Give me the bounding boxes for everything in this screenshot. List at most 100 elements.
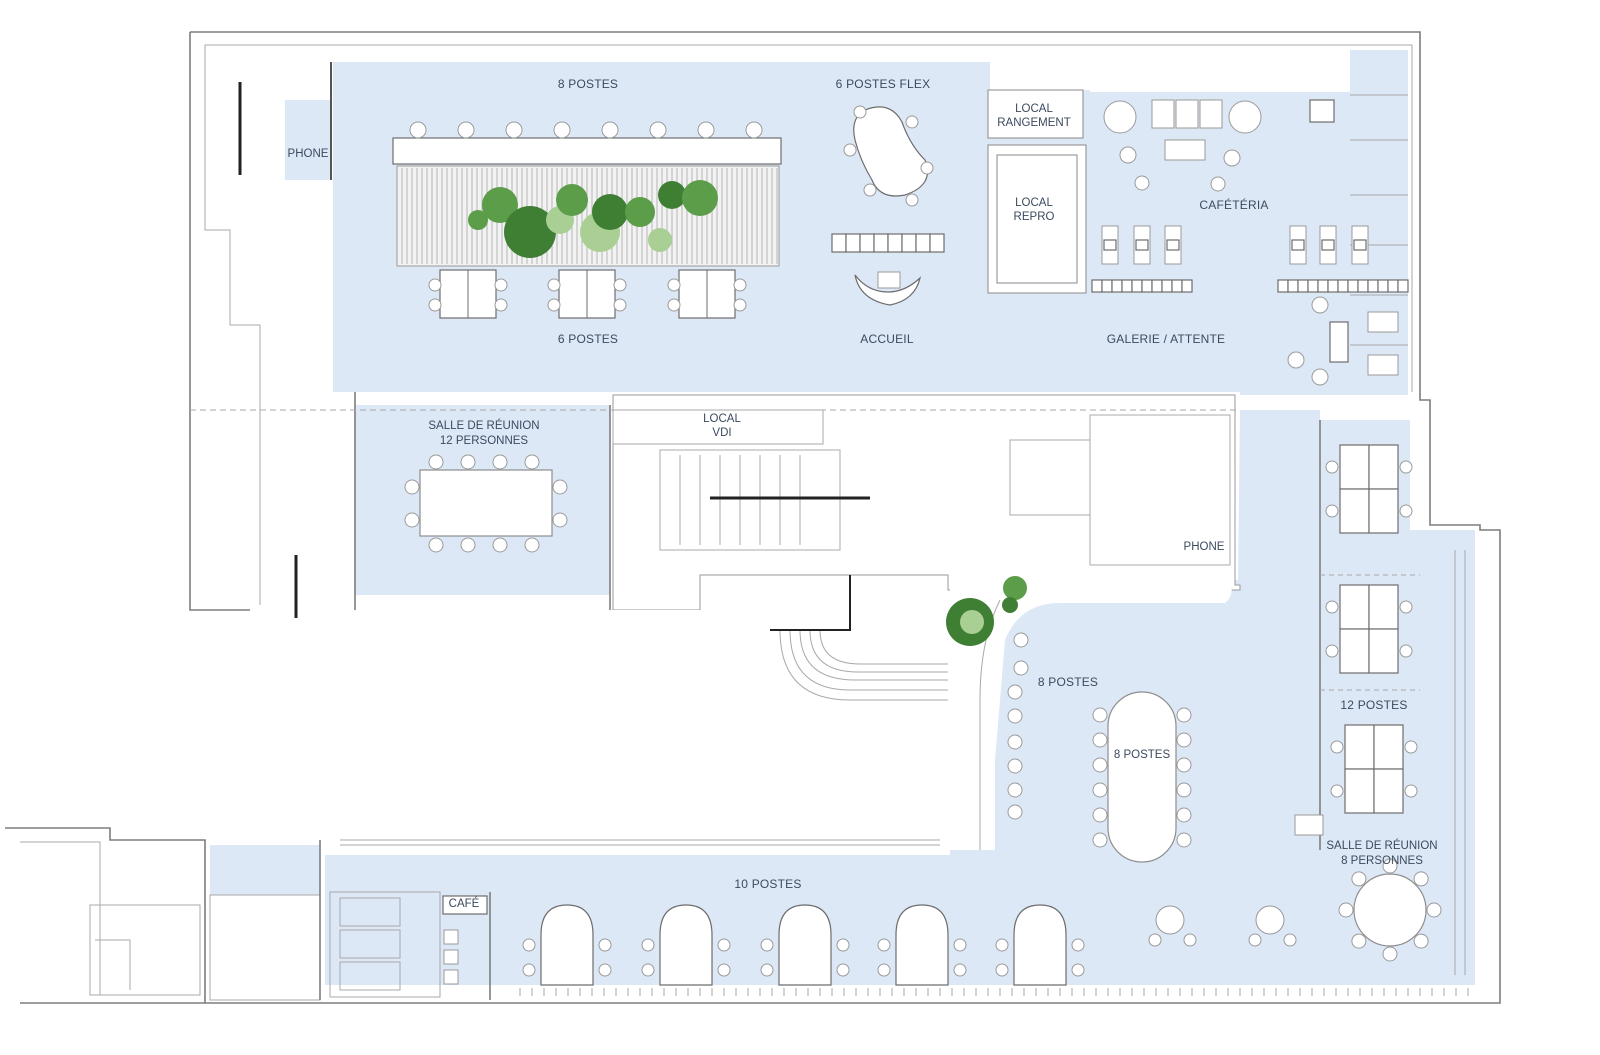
chair: [1426, 902, 1442, 918]
chair: [1007, 758, 1023, 774]
desk: [1344, 768, 1375, 814]
chair: [1007, 804, 1023, 820]
interior-white: [89, 89, 1241, 1001]
bench-seat: [1151, 279, 1163, 293]
chair: [428, 454, 444, 470]
bench-seat: [1181, 279, 1193, 293]
chair: [995, 938, 1009, 952]
chair: [547, 278, 561, 292]
desk: [1339, 628, 1370, 674]
chair: [717, 963, 731, 977]
chair: [745, 121, 763, 139]
chair: [428, 537, 444, 553]
zone-small-bottom-left: [210, 845, 320, 895]
chair: [1007, 708, 1023, 724]
label-local-rangement-2: RANGEMENT: [997, 117, 1070, 129]
label-local-rangement-1: LOCAL: [1015, 103, 1053, 115]
label-6-postes: 6 POSTES: [558, 332, 618, 346]
chair: [667, 298, 681, 312]
chair: [494, 278, 508, 292]
chair: [1176, 807, 1192, 823]
zone-open-space-right: [950, 410, 1475, 985]
chair: [1092, 757, 1108, 773]
chair: [1092, 732, 1108, 748]
cafe-seat: [1135, 239, 1149, 251]
chair: [1092, 807, 1108, 823]
chair: [598, 938, 612, 952]
chair: [598, 963, 612, 977]
label-local-vdi-1: LOCAL: [703, 413, 741, 425]
bench-seat: [1377, 279, 1389, 293]
chair: [460, 537, 476, 553]
desk: [895, 904, 949, 986]
chair: [877, 963, 891, 977]
desk: [1368, 584, 1399, 630]
bench-seat: [1277, 279, 1289, 293]
desk: [1368, 444, 1399, 490]
label-8-postes-top: 8 POSTES: [558, 77, 618, 91]
chair: [1092, 707, 1108, 723]
chair: [1092, 832, 1108, 848]
bench-seat: [1347, 279, 1359, 293]
label-local-repro-1: LOCAL: [1015, 197, 1053, 209]
bench-seat: [873, 233, 889, 253]
label-galerie-attente: GALERIE / ATTENTE: [1107, 332, 1226, 346]
partitions: [190, 62, 1469, 1000]
zone-phone-left: [285, 100, 331, 180]
chair: [613, 298, 627, 312]
chair: [1071, 963, 1085, 977]
label-salle-reunion-12-2: 12 PERSONNES: [440, 435, 529, 447]
furniture-flex: [831, 105, 945, 306]
chair: [1325, 644, 1339, 658]
cafe-seat: [1103, 239, 1117, 251]
desk: [540, 904, 594, 986]
chair: [1325, 600, 1339, 614]
label-12-postes: 12 POSTES: [1340, 698, 1407, 712]
chair: [1399, 460, 1413, 474]
chair: [667, 278, 681, 292]
chair: [1382, 858, 1398, 874]
desk: [1368, 628, 1399, 674]
chair: [995, 963, 1009, 977]
bench-seat: [1101, 279, 1113, 293]
bench-seat: [1287, 279, 1299, 293]
chair: [524, 537, 540, 553]
bench-seat: [1171, 279, 1183, 293]
label-salle-reunion-8-1: SALLE DE RÉUNION: [1326, 839, 1437, 852]
chair: [697, 121, 715, 139]
label-salle-reunion-8-2: 8 PERSONNES: [1341, 855, 1423, 867]
chair: [492, 537, 508, 553]
label-accueil: ACCUEIL: [860, 332, 914, 346]
chair: [953, 963, 967, 977]
chair: [1013, 632, 1029, 648]
bench-seat: [1337, 279, 1349, 293]
chair: [1399, 644, 1413, 658]
label-local-repro-2: REPRO: [1014, 211, 1055, 223]
bench-seat: [1091, 279, 1103, 293]
chair: [1404, 740, 1418, 754]
label-6-postes-flex: 6 POSTES FLEX: [836, 77, 931, 91]
label-10-postes: 10 POSTES: [734, 877, 801, 891]
chair: [1176, 832, 1192, 848]
chair: [1013, 660, 1029, 676]
bench-seat: [1327, 279, 1339, 293]
chair: [1413, 871, 1429, 887]
chair: [760, 938, 774, 952]
room-labels: 8 POSTES 6 POSTES FLEX PHONE LOCAL RANGE…: [288, 77, 1438, 910]
bench-seat: [1121, 279, 1133, 293]
chair: [1176, 757, 1192, 773]
bench-seat: [1131, 279, 1143, 293]
cafe-seat: [1321, 239, 1335, 251]
chair: [1007, 734, 1023, 750]
chair: [641, 938, 655, 952]
chair: [1176, 707, 1192, 723]
bench-seat: [887, 233, 903, 253]
chair: [1382, 946, 1398, 962]
chair: [522, 938, 536, 952]
chair: [409, 121, 427, 139]
building-outline: [5, 31, 1501, 1004]
chair: [1330, 784, 1344, 798]
furniture-right-wing: [1007, 444, 1442, 962]
cafe-seat: [1353, 239, 1367, 251]
